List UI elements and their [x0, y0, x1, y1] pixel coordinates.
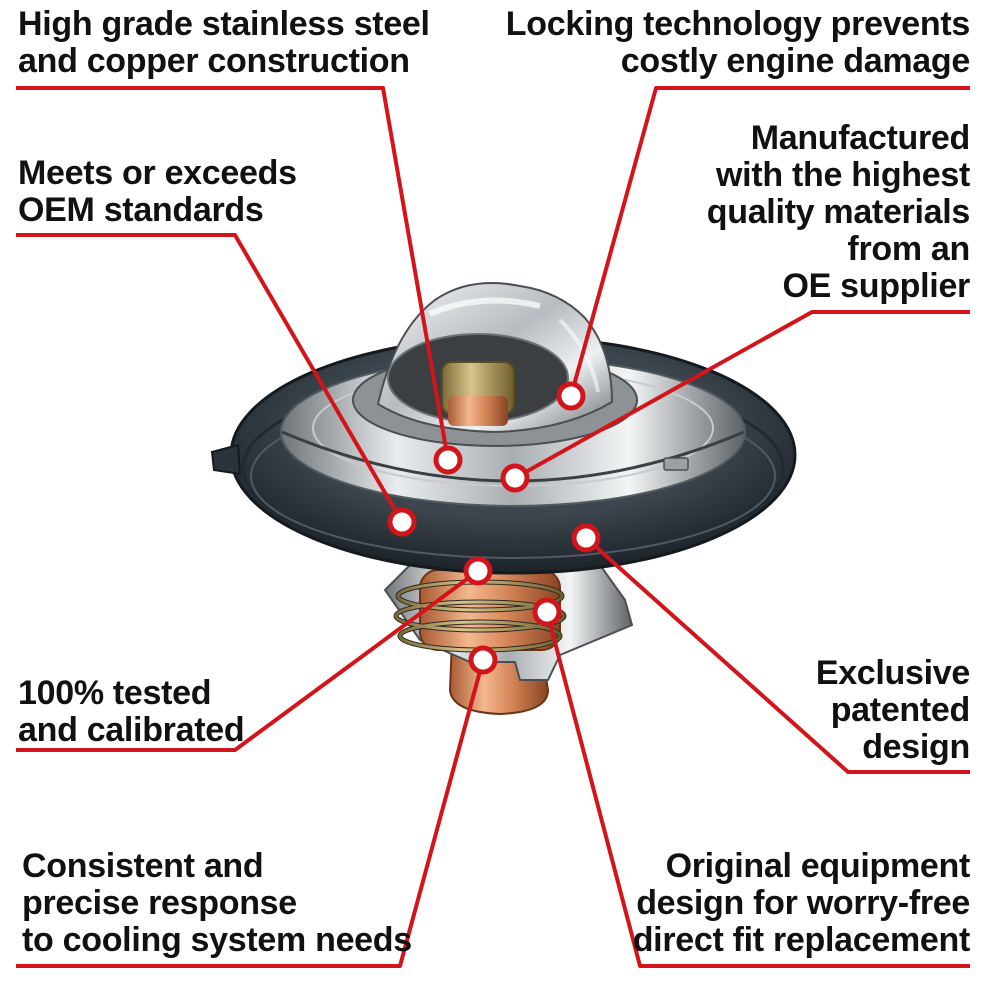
callout-locking-label: Locking technology prevents costly engin…: [505, 5, 971, 80]
thermostat-illustration: [210, 282, 797, 716]
callout-line-exclusive: [584, 536, 970, 774]
callout-line-steel: [16, 86, 450, 461]
callout-consistent-label: Consistent and precise response to cooli…: [22, 847, 412, 959]
callout-dot-original: [532, 597, 562, 627]
callout-tested-label: 100% tested and calibrated: [18, 674, 245, 749]
callout-dot-tested: [463, 556, 493, 586]
callout-line-tested: [16, 569, 480, 752]
callout-manufactured-label: Manufactured with the highest quality ma…: [706, 119, 971, 305]
callout-dots: [387, 381, 601, 675]
callout-line-oem: [16, 233, 404, 524]
callout-line-manufactured: [514, 310, 970, 480]
callout-line-locking: [569, 86, 970, 397]
callout-dot-manufactured: [500, 463, 530, 493]
callout-dot-exclusive: [571, 523, 601, 553]
callout-original-label: Original equipment design for worry-free…: [632, 847, 971, 959]
callout-line-consistent: [16, 659, 485, 968]
callout-line-original: [545, 611, 970, 968]
callout-dot-steel: [433, 445, 463, 475]
callout-steel-label: High grade stainless steel and copper co…: [18, 5, 430, 80]
callout-oem-label: Meets or exceeds OEM standards: [18, 154, 297, 229]
gasket-tab: [210, 443, 242, 476]
callout-dot-locking: [556, 381, 586, 411]
callout-exclusive-label: Exclusive patented design: [815, 654, 970, 766]
callout-lines: [16, 86, 970, 968]
callout-dot-oem: [387, 507, 417, 537]
callout-dot-consistent: [468, 645, 498, 675]
